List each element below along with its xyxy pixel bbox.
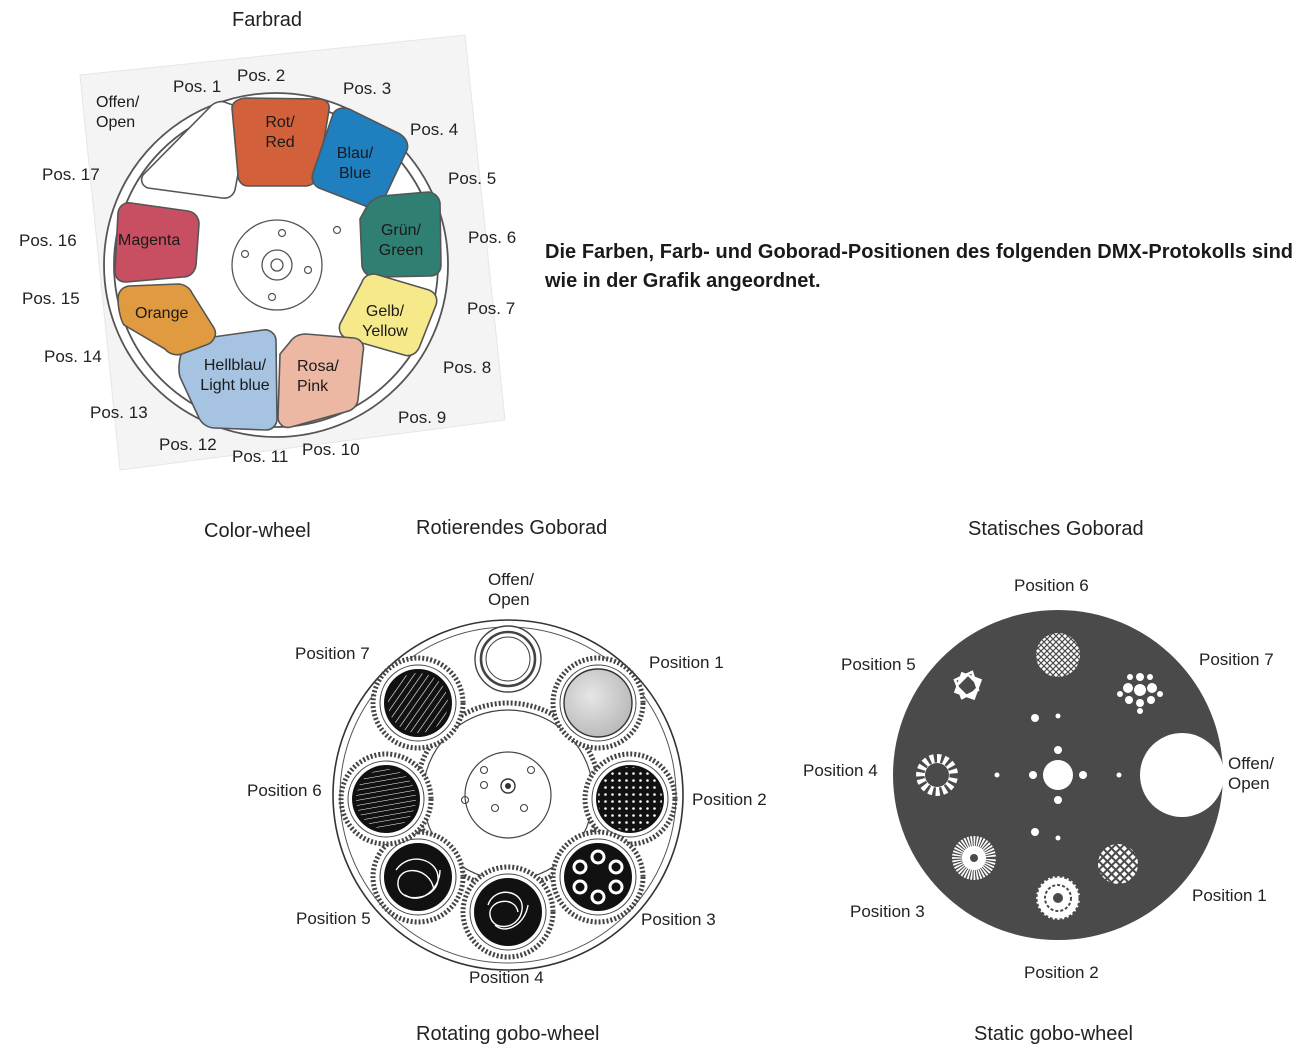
rotating-label-6: Position 6: [247, 781, 322, 800]
color-wheel: [79, 34, 506, 471]
pos-label-15: Pos. 15: [22, 289, 80, 308]
pos-label-3: Pos. 3: [343, 79, 392, 98]
rotating-gobo-wheel: [332, 619, 684, 971]
segment-yellow: [338, 273, 438, 357]
segment-label-orange: Orange: [135, 305, 189, 322]
pos-label-4: Pos. 4: [410, 120, 459, 139]
pos-label-13: Pos. 13: [90, 403, 148, 422]
color-wheel-hub: [231, 219, 323, 311]
static-label-1: Position 1: [1192, 886, 1267, 905]
rotating-label-2: Position 2: [692, 790, 767, 809]
pos-label-10: Pos. 10: [302, 440, 360, 459]
segment-label-red: Rot/ Red: [265, 114, 295, 151]
segment-label-open: Offen/ Open: [96, 94, 140, 131]
static-label-6: Position 6: [1014, 576, 1089, 595]
rotating-gobo-6: [338, 751, 434, 847]
pos-label-6: Pos. 6: [468, 228, 517, 247]
static-gobo-wheel: [893, 610, 1224, 940]
pos-label-5: Pos. 5: [448, 169, 497, 188]
static-label-2: Position 2: [1024, 963, 1099, 982]
static-slot-open: [1140, 733, 1224, 817]
segment-label-yellow: Gelb/ Yellow: [362, 303, 408, 340]
rotating-gobo-5: [370, 829, 466, 925]
segment-orange: [117, 283, 217, 356]
rotating-gobo-7: [370, 655, 466, 751]
static-label-open: Offen/ Open: [1228, 754, 1274, 793]
static-gobo-4: [915, 753, 959, 797]
pos-label-8: Pos. 8: [443, 358, 492, 377]
static-gobo-2: [1034, 874, 1082, 922]
rotating-gobo-title: Rotierendes Goborad: [416, 517, 608, 539]
segment-pink: [277, 333, 365, 429]
static-gobo-6: [1036, 633, 1080, 677]
rotating-label-3: Position 3: [641, 910, 716, 929]
segment-label-green: Grün/ Green: [378, 222, 424, 259]
segment-label-pink: Rosa/ Pink: [297, 358, 339, 395]
pos-label-17: Pos. 17: [42, 165, 100, 184]
rotating-gobo-1: [550, 655, 646, 751]
segment-label-magenta: Magenta: [118, 232, 181, 249]
pos-label-16: Pos. 16: [19, 231, 77, 250]
static-label-5: Position 5: [841, 655, 916, 674]
pos-label-14: Pos. 14: [44, 347, 102, 366]
pos-label-2: Pos. 2: [237, 66, 286, 85]
static-label-3: Position 3: [850, 902, 925, 921]
static-gobo-3: [942, 826, 1006, 890]
rotating-gobo-4: [460, 864, 556, 960]
info-text: Die Farben, Farb- und Goborad-Positionen…: [545, 241, 1293, 292]
rotating-label-open: Offen/ Open: [488, 570, 534, 609]
static-gobo-7: [1117, 673, 1163, 714]
segment-label-lightblue: Hellblau/ Light blue: [200, 357, 270, 394]
pos-label-12: Pos. 12: [159, 435, 217, 454]
pos-label-1: Pos. 1: [173, 77, 222, 96]
rotating-gobo-3: [550, 829, 646, 925]
static-label-7: Position 7: [1199, 650, 1274, 669]
static-gobo-5: [953, 670, 983, 701]
rotating-label-4: Position 4: [469, 968, 544, 987]
rotating-gobo-2: [582, 751, 678, 847]
segment-green: [359, 191, 442, 278]
static-label-4: Position 4: [803, 761, 878, 780]
rotating-label-5: Position 5: [296, 909, 371, 928]
static-gobo-title: Statisches Goborad: [968, 518, 1144, 540]
static-gobo-1: [1098, 844, 1138, 884]
rotating-label-1: Position 1: [649, 653, 724, 672]
rotating-gobo-caption: Rotating gobo-wheel: [416, 1023, 600, 1045]
segment-magenta: [114, 202, 200, 283]
pos-label-11: Pos. 11: [232, 447, 289, 466]
color-wheel-title: Farbrad: [232, 9, 303, 31]
segment-label-blue: Blau/ Blue: [336, 145, 374, 182]
color-wheel-caption: Color-wheel: [204, 520, 311, 542]
static-gobo-caption: Static gobo-wheel: [974, 1023, 1133, 1045]
pos-label-9: Pos. 9: [398, 408, 447, 427]
pos-label-7: Pos. 7: [467, 299, 516, 318]
rotating-label-7: Position 7: [295, 644, 370, 663]
